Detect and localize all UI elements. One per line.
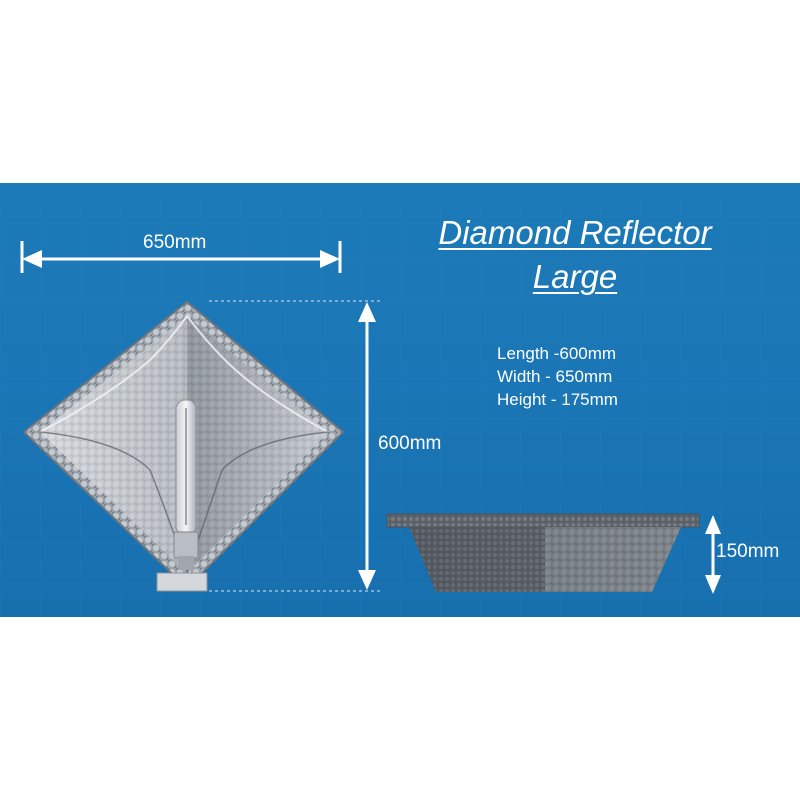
width-dimension-arrow (20, 241, 342, 273)
spec-length: Length -600mm (497, 344, 617, 363)
spec-height: Height - 175mm (497, 390, 618, 409)
bulb-icon (173, 399, 199, 570)
product-banner (0, 183, 800, 617)
reflector-side-view (386, 513, 700, 592)
side-height-label: 150mm (716, 541, 780, 562)
length-dimension-arrow (209, 300, 382, 592)
height-dimension-arrow (705, 515, 721, 594)
product-title: Diamond Reflector (438, 214, 712, 251)
length-label: 600mm (378, 433, 442, 454)
width-label: 650mm (143, 232, 207, 253)
spec-list: Length -600mm Width - 650mm Height - 175… (497, 342, 618, 411)
product-subtitle: Large (532, 258, 618, 295)
spec-width: Width - 650mm (497, 367, 613, 386)
